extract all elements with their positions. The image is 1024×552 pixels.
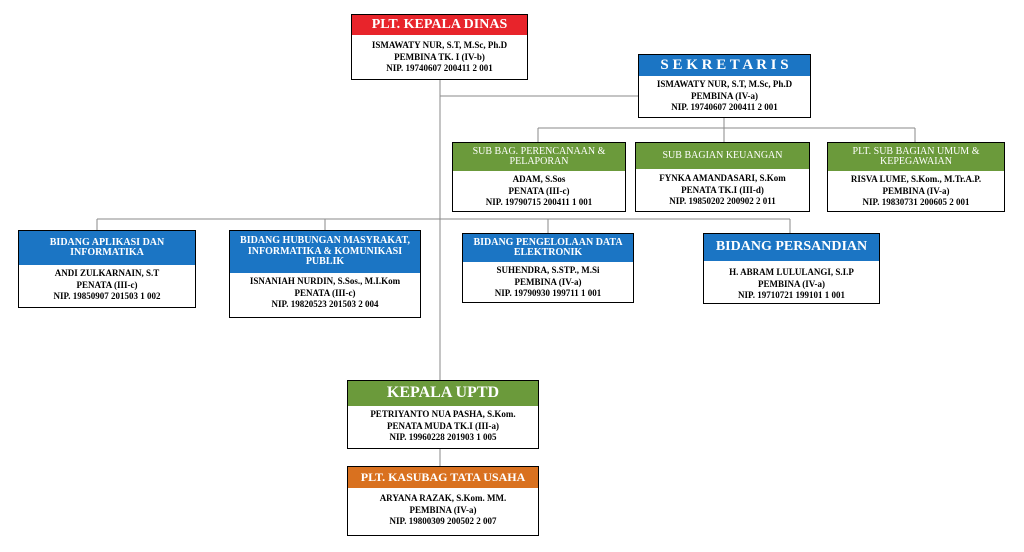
sekretaris-name: ISMAWATY NUR, S.T, M.Sc, Ph.D: [656, 79, 793, 89]
sub-keuangan-nip: NIP. 19850202 200902 2 011: [669, 196, 776, 207]
kepala-uptd-rank: PENATA MUDA TK.I (III-a): [386, 420, 499, 431]
sub-keuangan-name: FYNKA AMANDASARI, S.Kom: [659, 173, 786, 183]
bidang-data-title: BIDANG PENGELOLAAN DATA ELEKTRONIK: [463, 234, 633, 262]
kepala-dinas-rank: PEMBINA TK. I (IV-b): [394, 51, 485, 62]
bidang-hubungan-title: BIDANG HUBUNGAN MASYRAKAT, INFORMATIKA &…: [230, 231, 420, 273]
bidang-data-rank: PEMBINA (IV-a): [514, 276, 582, 287]
bidang-data-box: BIDANG PENGELOLAAN DATA ELEKTRONIK SUHEN…: [462, 233, 634, 303]
sub-umum-rank: PEMBINA (IV-a): [882, 185, 950, 196]
sekretaris-rank: PEMBINA (IV-a): [690, 90, 759, 101]
kasubag-tu-name: ARYANA RAZAK, S.Kom. MM.: [379, 493, 507, 503]
kepala-uptd-name: PETRIYANTO NUA PASHA, S.Kom.: [370, 409, 516, 419]
kepala-dinas-box: PLT. KEPALA DINAS ISMAWATY NUR, S.T, M.S…: [351, 14, 528, 80]
kasubag-tu-box: PLT. KASUBAG TATA USAHA ARYANA RAZAK, S.…: [347, 466, 539, 536]
bidang-aplikasi-name: ANDI ZULKARNAIN, S.T: [54, 268, 160, 278]
kepala-uptd-title: KEPALA UPTD: [348, 381, 538, 406]
kepala-dinas-name: ISMAWATY NUR, S.T, M.Sc, Ph.D: [371, 40, 508, 50]
bidang-persandian-box: BIDANG PERSANDIAN H. ABRAM LULULANGI, S.…: [703, 233, 880, 304]
sub-keuangan-rank: PENATA TK.I (III-d): [681, 184, 764, 195]
sekretaris-nip: NIP. 19740607 200411 2 001: [671, 102, 778, 113]
sub-perencanaan-rank: PENATA (III-c): [508, 185, 570, 196]
bidang-data-name: SUHENDRA, S.STP., M.Si: [496, 265, 600, 275]
sub-perencanaan-name: ADAM, S.Sos: [512, 174, 566, 184]
sub-keuangan-title: SUB BAGIAN KEUANGAN: [636, 143, 809, 169]
bidang-hubungan-name: ISNANIAH NURDIN, S.Sos., M.I.Kom: [249, 276, 401, 286]
bidang-persandian-name: H. ABRAM LULULANGI, S.I.P: [729, 267, 854, 277]
kepala-uptd-nip: NIP. 19960228 201903 1 005: [389, 432, 497, 443]
kasubag-tu-rank: PEMBINA (IV-a): [409, 504, 477, 515]
sub-perencanaan-title: SUB BAG. PERENCANAAN & PELAPORAN: [453, 143, 625, 171]
sub-perencanaan-box: SUB BAG. PERENCANAAN & PELAPORAN ADAM, S…: [452, 142, 626, 212]
kasubag-tu-title: PLT. KASUBAG TATA USAHA: [348, 467, 538, 488]
bidang-persandian-title: BIDANG PERSANDIAN: [704, 234, 879, 261]
bidang-aplikasi-title: BIDANG APLIKASI DAN INFORMATIKA: [19, 231, 195, 265]
bidang-hubungan-box: BIDANG HUBUNGAN MASYRAKAT, INFORMATIKA &…: [229, 230, 421, 318]
bidang-hubungan-rank: PENATA (III-c): [294, 287, 356, 298]
sub-perencanaan-nip: NIP. 19790715 200411 1 001: [485, 197, 593, 208]
kepala-uptd-box: KEPALA UPTD PETRIYANTO NUA PASHA, S.Kom.…: [347, 380, 539, 449]
bidang-hubungan-nip: NIP. 19820523 201503 2 004: [271, 299, 379, 310]
sekretaris-box: S E K R E T A R I S ISMAWATY NUR, S.T, M…: [638, 54, 811, 118]
bidang-persandian-rank: PEMBINA (IV-a): [757, 278, 826, 289]
sub-umum-name: RISVA LUME, S.Kom., M.Tr.A.P.: [850, 174, 982, 184]
sekretaris-title: S E K R E T A R I S: [639, 55, 810, 76]
bidang-persandian-nip: NIP. 19710721 199101 1 001: [738, 290, 845, 301]
sub-umum-title: PLT. SUB BAGIAN UMUM & KEPEGAWAIAN: [828, 143, 1004, 171]
bidang-aplikasi-box: BIDANG APLIKASI DAN INFORMATIKA ANDI ZUL…: [18, 230, 196, 308]
sub-umum-box: PLT. SUB BAGIAN UMUM & KEPEGAWAIAN RISVA…: [827, 142, 1005, 212]
bidang-aplikasi-rank: PENATA (III-c): [76, 279, 138, 290]
sub-umum-nip: NIP. 19830731 200605 2 001: [862, 197, 970, 208]
bidang-data-nip: NIP. 19790930 199711 1 001: [494, 288, 602, 299]
kepala-dinas-title: PLT. KEPALA DINAS: [352, 15, 527, 35]
bidang-aplikasi-nip: NIP. 19850907 201503 1 002: [53, 291, 161, 302]
sub-keuangan-box: SUB BAGIAN KEUANGAN FYNKA AMANDASARI, S.…: [635, 142, 810, 212]
kepala-dinas-nip: NIP. 19740607 200411 2 001: [386, 63, 493, 74]
kasubag-tu-nip: NIP. 19800309 200502 2 007: [389, 516, 497, 527]
